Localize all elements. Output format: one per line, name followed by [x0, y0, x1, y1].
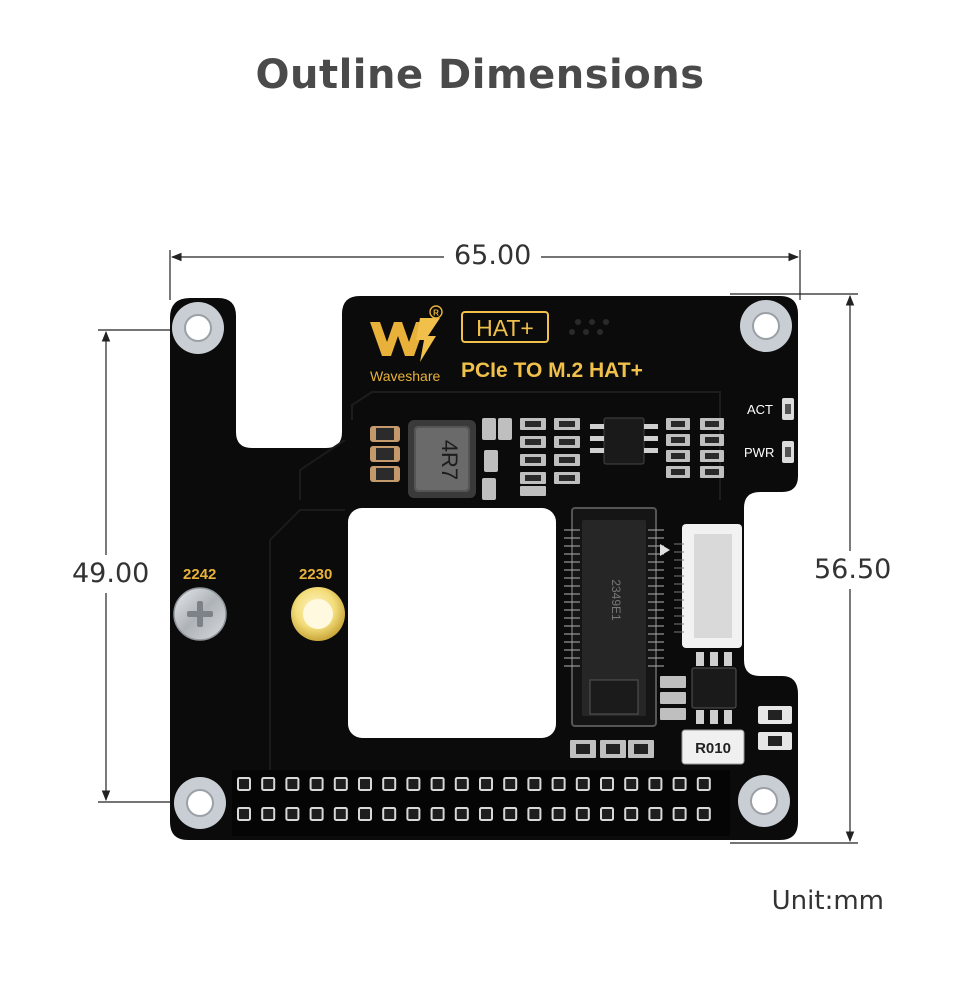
right-height-dimension-label: 56.50: [808, 551, 898, 589]
led-label-act: ACT: [747, 402, 773, 417]
gpio-pin: [382, 807, 397, 821]
gpio-pin: [551, 777, 566, 791]
gpio-pin: [624, 807, 639, 821]
gpio-pin: [600, 777, 614, 791]
gpio-pin: [454, 807, 469, 821]
gpio-pin: [648, 807, 663, 821]
gpio-pin: [285, 807, 300, 821]
brand-label: Waveshare: [370, 368, 441, 384]
gpio-pin: [624, 777, 639, 791]
width-dimension-label: 65.00: [444, 241, 542, 271]
gpio-pin: [237, 807, 251, 821]
screw-standoff-2242-icon: [173, 587, 227, 641]
led-label-pwr: PWR: [744, 445, 774, 460]
sense-resistor-marking: R010: [695, 740, 731, 757]
ic-chip-top: [590, 417, 658, 465]
gpio-pin: [479, 807, 493, 821]
gpio-pin: [406, 777, 421, 791]
svg-text:R: R: [433, 309, 439, 318]
gpio-pin: [527, 807, 542, 821]
inductor-component: [408, 420, 476, 498]
gpio-pin: [261, 777, 276, 791]
fpc-connector: [674, 524, 742, 648]
gpio-pin: [454, 777, 469, 791]
gpio-pin: [358, 807, 372, 821]
product-name: PCIe TO M.2 HAT+: [461, 359, 643, 382]
m2-chip-marking: 2349E1: [609, 579, 623, 621]
gpio-pin: [648, 777, 663, 791]
gpio-pin: [503, 777, 518, 791]
gpio-pin: [406, 807, 421, 821]
gpio-pin: [333, 807, 348, 821]
gold-pad-2230-icon: [291, 587, 345, 641]
mounting-hole-top-left: [172, 302, 224, 354]
gpio-pin: [382, 777, 397, 791]
gpio-pin: [309, 807, 324, 821]
gpio-pin: [600, 807, 614, 821]
mounting-hole-bottom-right: [738, 775, 790, 827]
gpio-pin: [527, 777, 542, 791]
gpio-pin: [261, 807, 276, 821]
gpio-pin: [696, 807, 711, 821]
gpio-header: [232, 770, 730, 836]
gpio-pin: [430, 777, 445, 791]
smd-inner-dark: [525, 421, 719, 481]
pin1-marker-icon: [660, 544, 670, 556]
left-height-dimension-label: 49.00: [66, 555, 156, 593]
unit-note: Unit:mm: [771, 886, 884, 916]
fpc-pins: [674, 543, 684, 633]
standoff-label-2230: 2230: [299, 566, 332, 583]
led-pwr-icon: [782, 441, 794, 463]
gpio-pin: [430, 807, 445, 821]
m2-connector: [564, 507, 664, 727]
gpio-pin: [358, 777, 372, 791]
gpio-pin: [672, 777, 687, 791]
inductor-marking: 4R7: [437, 440, 462, 480]
gpio-pin: [285, 777, 300, 791]
gpio-pin: [237, 777, 251, 791]
gpio-pin: [696, 777, 711, 791]
gpio-pin: [309, 777, 324, 791]
waveshare-logo-icon: R: [370, 305, 443, 362]
hat-badge-frame: [461, 311, 549, 343]
capacitor-group: [370, 426, 400, 482]
standoff-label-2242: 2242: [183, 566, 216, 583]
gpio-pin: [575, 807, 590, 821]
mounting-hole-top-right: [740, 300, 792, 352]
m2-pins: [564, 529, 664, 667]
gpio-pin: [503, 807, 518, 821]
gpio-pin: [479, 777, 493, 791]
hat-badge: HAT+: [476, 315, 534, 341]
gpio-pin: [551, 807, 566, 821]
smd-components-bottom: [570, 652, 792, 758]
via-dots: [569, 319, 609, 335]
gpio-pin: [575, 777, 590, 791]
led-act-icon: [782, 398, 794, 420]
gpio-pin: [672, 807, 687, 821]
mounting-hole-bottom-left: [174, 777, 226, 829]
page-title: Outline Dimensions: [255, 52, 705, 98]
gpio-pin: [333, 777, 348, 791]
sense-resistor: [681, 729, 745, 765]
